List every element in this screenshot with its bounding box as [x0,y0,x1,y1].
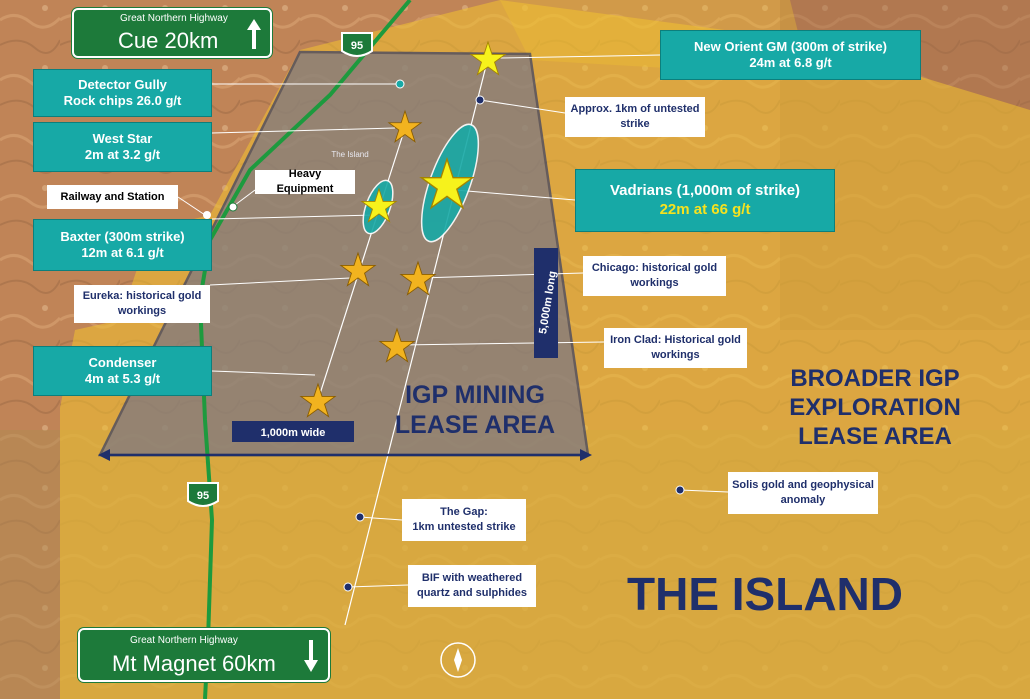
callout-value: 12m at 6.1 g/t [81,245,164,260]
highway-name: Great Northern Highway [120,13,228,24]
callout-condenser: Condenser 4m at 5.3 g/t [33,346,212,396]
callout-railway: Railway and Station [47,185,178,209]
callout-line: Iron Clad: Historical gold [610,334,741,347]
callout-line: The Gap: [440,506,488,519]
highway-destination: Mt Magnet 60km [112,651,276,676]
highway-name: Great Northern Highway [130,635,238,646]
length-label-box [534,248,558,358]
callout-eureka: Eureka: historical gold workings [74,285,210,323]
svg-text:95: 95 [197,490,209,502]
area-label-line: LEASE AREA [798,422,952,450]
width-label: 1,000m wide [261,427,326,439]
callout-solis: Solis gold and geophysical anomaly [728,472,878,514]
callout-value: Rock chips 26.0 g/t [63,93,182,108]
callout-line: workings [630,277,679,289]
callout-iron-clad: Iron Clad: Historical gold workings [604,328,747,368]
broader-area-label: BROADER IGP EXPLORATION LEASE AREA [760,365,990,451]
up-arrow-icon [247,19,261,49]
callout-line: workings [651,349,700,361]
callout-approx-untested: Approx. 1km of untested strike [565,97,705,137]
compass-icon [440,642,476,678]
callout-chicago: Chicago: historical gold workings [583,256,726,296]
callout-title: Condenser [88,354,157,370]
callout-line: BIF with weathered [421,572,523,585]
callout-title: West Star [92,130,153,146]
callout-value: 2m at 3.2 g/t [84,147,161,162]
callout-value: 24m at 6.8 g/t [749,55,832,70]
highway-destination: Cue 20km [118,28,219,53]
callout-title: Detector Gully [78,76,167,92]
area-label-line: BROADER IGP [790,365,960,392]
callout-title: New Orient GM (300m of strike) [694,38,887,54]
highway-sign-north: Great Northern Highway Cue 20km [72,8,272,58]
callout-line: strike [620,118,650,130]
callout-west-star: West Star 2m at 3.2 g/t [33,122,212,172]
callout-line: Chicago: historical gold [591,262,718,275]
area-label-line: IGP MINING [405,381,545,409]
callout-vadrians: Vadrians (1,000m of strike) 22m at 66 g/… [575,169,835,232]
callout-bif: BIF with weathered quartz and sulphides [408,565,536,607]
callout-line: Eureka: historical gold [82,290,202,303]
down-arrow-icon [304,640,318,672]
igp-area-label: IGP MINING LEASE AREA [375,380,575,440]
callout-value: 4m at 5.3 g/t [84,371,161,386]
highway-shield-icon: 95 [341,32,373,57]
callout-the-gap: The Gap: 1km untested strike [402,499,526,541]
callout-value: 22m at 66 g/t [659,200,751,218]
callout-title: Baxter (300m strike) [60,228,185,244]
callout-line: workings [117,305,167,317]
width-dimension-arrow [98,449,592,461]
callout-line: anomaly [780,494,826,506]
callout-title: Vadrians (1,000m of strike) [609,181,801,199]
island-label: THE ISLAND [627,568,903,620]
area-label-line: EXPLORATION [789,393,961,421]
callout-heavy-equipment: Heavy Equipment [255,168,355,195]
callout-baxter: Baxter (300m strike) 12m at 6.1 g/t [33,219,212,271]
callout-line: quartz and sulphides [416,587,527,599]
svg-text:95: 95 [351,40,363,52]
highway-shield-icon: 95 [187,482,219,507]
location-dots [203,79,685,592]
callout-line: 1km untested strike [412,521,516,533]
callout-line: Approx. 1km of untested [570,103,700,116]
callout-detector-gully: Detector Gully Rock chips 26.0 g/t [33,69,212,117]
area-label-line: LEASE AREA [394,411,556,439]
width-label-box [232,421,354,442]
callout-line: Solis gold and geophysical [732,479,874,492]
leader-lines [177,54,729,588]
callout-new-orient: New Orient GM (300m of strike) 24m at 6.… [660,30,921,80]
highway-sign-south: Great Northern Highway Mt Magnet 60km [78,628,330,682]
place-label: The Island [331,150,368,159]
